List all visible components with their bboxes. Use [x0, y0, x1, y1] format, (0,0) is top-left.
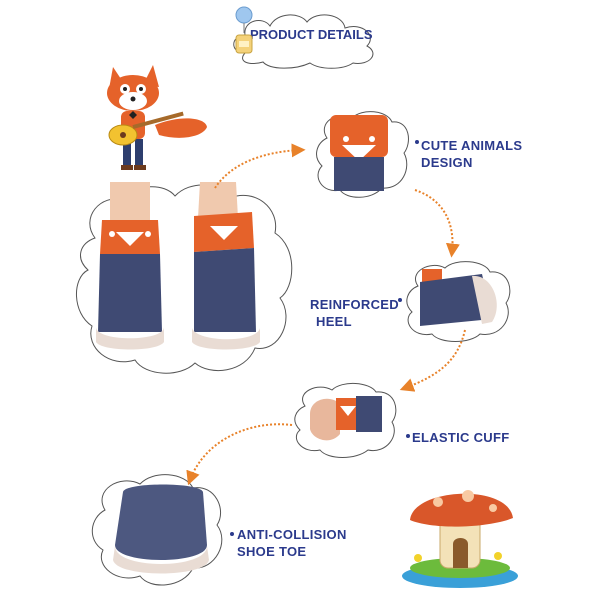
feature-label-4-line1: ANTI-COLLISION: [237, 527, 347, 542]
feature-label-3-line1: ELASTIC CUFF: [412, 430, 510, 445]
sock-image-right: [192, 182, 260, 350]
bullet-dot: [230, 532, 234, 536]
feature-label-1-line2: DESIGN: [421, 155, 473, 170]
feature-label-2-line2: HEEL: [316, 314, 352, 329]
header-cloud: [233, 14, 374, 69]
fox-face-detail: [330, 115, 388, 191]
bullet-dot: [406, 434, 410, 438]
arrow-1: [214, 143, 306, 189]
arrow-4: [186, 423, 293, 486]
page-title: PRODUCT DETAILS: [250, 27, 373, 42]
toe-detail: [113, 484, 209, 574]
feature-label-3: ELASTIC CUFF: [412, 429, 509, 446]
feature-label-1: CUTE ANIMALS DESIGN: [421, 137, 522, 171]
balloon-icon: [235, 6, 253, 54]
fox-guitar-icon: [107, 65, 207, 170]
cuff-detail: [310, 396, 382, 441]
sock-image-left: [96, 182, 164, 350]
heel-detail: [420, 269, 497, 326]
arrow-3: [399, 329, 466, 392]
bullet-dot: [415, 140, 419, 144]
feature-label-2-line1: REINFORCED: [310, 297, 399, 312]
feature-label-4-line2: SHOE TOE: [237, 544, 307, 559]
arrow-2: [414, 189, 460, 258]
feature-label-2: REINFORCED HEEL: [310, 296, 399, 330]
bullet-dot: [398, 298, 402, 302]
feature-label-4: ANTI-COLLISION SHOE TOE: [237, 526, 347, 560]
feature-label-1-line1: CUTE ANIMALS: [421, 138, 523, 153]
mushroom-house-icon: [402, 490, 518, 588]
